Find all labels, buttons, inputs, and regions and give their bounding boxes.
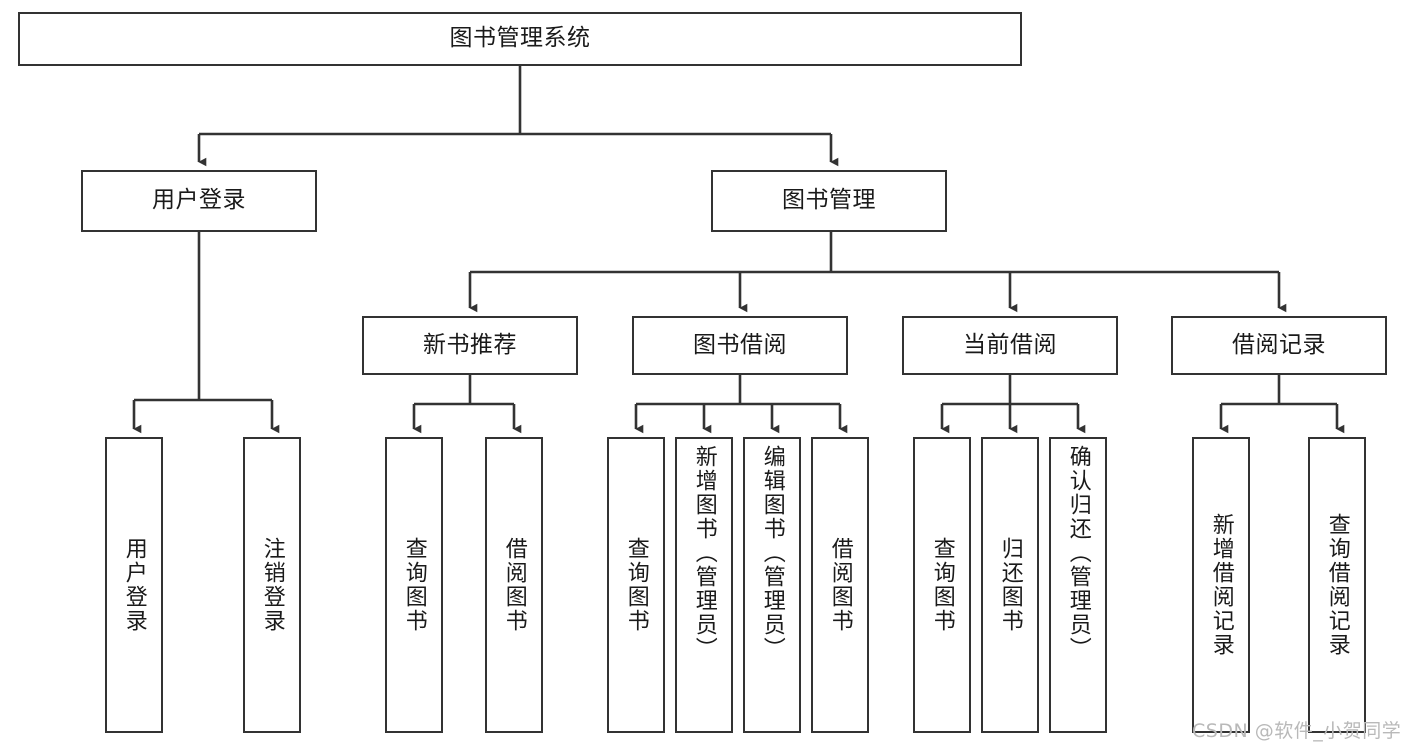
csdn-watermark: CSDN @软件_小贺同学 — [1192, 720, 1402, 742]
node-leaf-query-record-label: 查询借阅记录 — [1324, 513, 1350, 657]
node-current-borrow-label: 当前借阅 — [963, 331, 1057, 358]
node-leaf-query-book-1[interactable]: 查询图书 — [385, 437, 443, 733]
node-leaf-add-book-label: 新增图书（管理员） — [691, 445, 717, 661]
node-book-manage[interactable]: 图书管理 — [711, 170, 947, 232]
node-leaf-confirm-return-label: 确认归还（管理员） — [1065, 445, 1091, 661]
node-leaf-user-login-label: 用户登录 — [121, 537, 147, 633]
node-leaf-query-book-3-label: 查询图书 — [929, 537, 955, 633]
node-leaf-user-login[interactable]: 用户登录 — [105, 437, 163, 733]
node-leaf-edit-book-label: 编辑图书（管理员） — [759, 445, 785, 661]
node-user-login[interactable]: 用户登录 — [81, 170, 317, 232]
node-leaf-borrow-book-1[interactable]: 借阅图书 — [485, 437, 543, 733]
node-leaf-add-record[interactable]: 新增借阅记录 — [1192, 437, 1250, 733]
node-leaf-query-book-2-label: 查询图书 — [623, 537, 649, 633]
node-book-borrow-label: 图书借阅 — [693, 331, 787, 358]
node-leaf-query-record[interactable]: 查询借阅记录 — [1308, 437, 1366, 733]
node-leaf-borrow-book-2-label: 借阅图书 — [827, 537, 853, 633]
node-root-label: 图书管理系统 — [449, 25, 591, 52]
node-borrow-record-label: 借阅记录 — [1232, 331, 1326, 358]
node-leaf-query-book-2[interactable]: 查询图书 — [607, 437, 665, 733]
node-root[interactable]: 图书管理系统 — [18, 12, 1022, 66]
node-leaf-return-book-label: 归还图书 — [997, 537, 1023, 633]
node-leaf-logout[interactable]: 注销登录 — [243, 437, 301, 733]
node-leaf-borrow-book-2[interactable]: 借阅图书 — [811, 437, 869, 733]
node-leaf-query-book-3[interactable]: 查询图书 — [913, 437, 971, 733]
node-leaf-borrow-book-1-label: 借阅图书 — [501, 537, 527, 633]
node-leaf-query-book-1-label: 查询图书 — [401, 537, 427, 633]
node-book-borrow[interactable]: 图书借阅 — [632, 316, 848, 375]
node-new-book-recommend[interactable]: 新书推荐 — [362, 316, 578, 375]
node-leaf-add-book[interactable]: 新增图书（管理员） — [675, 437, 733, 733]
node-current-borrow[interactable]: 当前借阅 — [902, 316, 1118, 375]
node-book-manage-label: 图书管理 — [782, 187, 876, 214]
node-leaf-confirm-return[interactable]: 确认归还（管理员） — [1049, 437, 1107, 733]
node-new-book-recommend-label: 新书推荐 — [423, 331, 517, 358]
node-user-login-label: 用户登录 — [152, 187, 246, 214]
node-leaf-add-record-label: 新增借阅记录 — [1208, 513, 1234, 657]
node-borrow-record[interactable]: 借阅记录 — [1171, 316, 1387, 375]
node-leaf-edit-book[interactable]: 编辑图书（管理员） — [743, 437, 801, 733]
node-leaf-logout-label: 注销登录 — [259, 537, 285, 633]
node-leaf-return-book[interactable]: 归还图书 — [981, 437, 1039, 733]
